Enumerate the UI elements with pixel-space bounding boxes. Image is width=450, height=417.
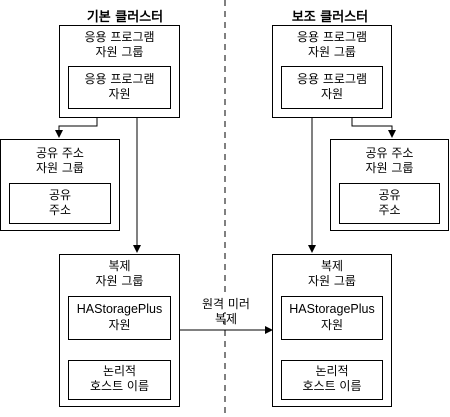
secondary-shared-address-group: 공유 주소 자원 그룹 공유 주소 <box>330 139 449 231</box>
primary-replication-group: 복제 자원 그룹 HAStoragePlus 자원 논리적 호스트 이름 <box>59 254 180 407</box>
primary-has-line2: 자원 <box>108 318 131 332</box>
secondary-host-line1: 논리적 <box>315 364 349 378</box>
secondary-shared-res-line2: 주소 <box>378 203 401 217</box>
primary-shared-rg-line2: 자원 그룹 <box>36 161 84 175</box>
primary-has-line1: HAStoragePlus <box>76 302 163 316</box>
secondary-app-rg-line1: 응용 프로그램 <box>296 30 368 44</box>
primary-app-rg-line2: 자원 그룹 <box>95 45 144 59</box>
secondary-logical-hostname: 논리적 호스트 이름 <box>281 360 383 400</box>
secondary-repl-rg-line2: 자원 그룹 <box>308 274 356 288</box>
primary-host-line1: 논리적 <box>102 364 137 378</box>
primary-shared-rg-line1: 공유 주소 <box>36 146 84 160</box>
primary-app-resource-group: 응용 프로그램 자원 그룹 응용 프로그램 자원 <box>59 25 180 118</box>
remote-mirror-line1: 원격 미러 <box>180 297 272 312</box>
primary-logical-hostname: 논리적 호스트 이름 <box>68 360 171 400</box>
primary-app-resource: 응용 프로그램 자원 <box>68 66 171 109</box>
secondary-app-resource: 응용 프로그램 자원 <box>281 66 383 109</box>
primary-app-res-line2: 자원 <box>108 87 131 101</box>
secondary-shared-rg-line2: 자원 그룹 <box>365 161 414 175</box>
primary-app-rg-line1: 응용 프로그램 <box>84 30 155 44</box>
arrow-app-to-shared-primary <box>55 118 98 138</box>
primary-shared-address-group: 공유 주소 자원 그룹 공유 주소 <box>0 139 120 231</box>
primary-host-line2: 호스트 이름 <box>89 379 149 393</box>
secondary-cluster-title: 보조 클러스터 <box>291 10 369 25</box>
secondary-shared-rg-line1: 공유 주소 <box>365 146 414 160</box>
secondary-has-line1: HAStoragePlus <box>289 302 375 316</box>
primary-shared-res-line1: 공유 <box>48 188 72 202</box>
primary-hastorageplus-resource: HAStoragePlus 자원 <box>68 296 171 340</box>
secondary-host-line2: 호스트 이름 <box>302 379 362 393</box>
secondary-replication-group: 복제 자원 그룹 HAStoragePlus 자원 논리적 호스트 이름 <box>272 254 392 407</box>
secondary-app-res-line2: 자원 <box>320 87 344 101</box>
secondary-hastorageplus-resource: HAStoragePlus 자원 <box>281 296 383 340</box>
arrow-app-to-shared-secondary <box>351 118 396 138</box>
secondary-app-rg-line2: 자원 그룹 <box>308 45 356 59</box>
secondary-shared-address: 공유 주소 <box>339 183 440 224</box>
secondary-app-resource-group: 응용 프로그램 자원 그룹 응용 프로그램 자원 <box>272 25 392 118</box>
primary-app-res-line1: 응용 프로그램 <box>84 72 155 86</box>
secondary-has-line2: 자원 <box>320 318 344 332</box>
primary-shared-address: 공유 주소 <box>9 183 111 224</box>
primary-repl-rg-line2: 자원 그룹 <box>95 274 144 288</box>
primary-repl-rg-line1: 복제 <box>108 259 131 273</box>
primary-shared-res-line2: 주소 <box>48 203 72 217</box>
secondary-shared-res-line1: 공유 <box>378 188 401 202</box>
primary-cluster-title: 기본 클러스터 <box>86 10 164 25</box>
secondary-repl-rg-line1: 복제 <box>320 259 344 273</box>
remote-mirror-line2: 복제 <box>214 312 238 326</box>
secondary-app-res-line1: 응용 프로그램 <box>296 72 368 86</box>
